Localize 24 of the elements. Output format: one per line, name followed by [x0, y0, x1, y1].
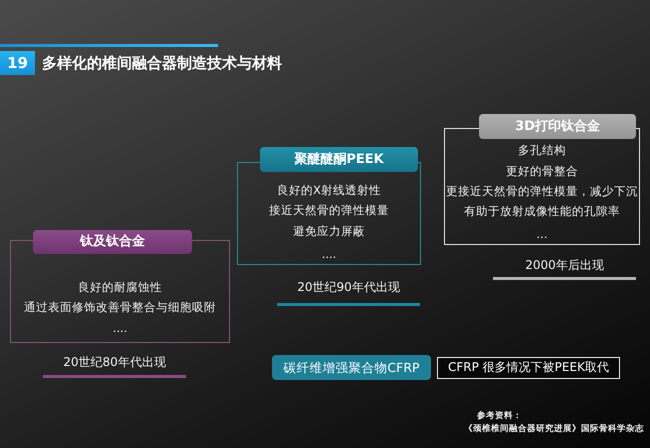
- reference-heading: 参考资料：: [477, 411, 522, 422]
- heading-tab: 聚醚醚酮PEEK: [260, 147, 418, 172]
- reference-text: 《颈椎椎间融合器研究进展》国际骨科学杂志: [464, 424, 644, 435]
- list-item: ....: [322, 246, 336, 262]
- list-item: ...: [536, 226, 548, 242]
- list-item: 多孔结构: [518, 142, 566, 158]
- timeline-caption: 20世纪80年代出现: [63, 354, 166, 370]
- heading-tab: 3D打印钛合金: [479, 114, 636, 139]
- list-item: 避免应力屏蔽: [293, 223, 365, 239]
- list-item: 良好的耐腐蚀性: [78, 279, 162, 295]
- number-badge: 19: [0, 51, 35, 75]
- list-item: 更好的骨整合: [506, 163, 578, 179]
- list-item: 通过表面修饰改善骨整合与细胞吸附: [24, 299, 216, 315]
- list-item: 良好的X射线透射性: [277, 182, 381, 198]
- note-box: CFRP 很多情况下被PEEK取代: [437, 357, 620, 379]
- timeline-caption: 20世纪90年代出现: [297, 279, 400, 295]
- timeline-caption: 2000年后出现: [525, 257, 604, 273]
- list-item: 接近天然骨的弹性模量: [269, 202, 389, 218]
- list-item: 更接近天然骨的弹性模量，减少下沉: [446, 183, 638, 199]
- material-label: 碳纤维增强聚合物CFRP: [272, 355, 431, 380]
- title: 多样化的椎间融合器制造技术与材料: [42, 53, 282, 73]
- list-item: ....: [112, 320, 128, 336]
- heading-tab: 钛及钛合金: [33, 230, 192, 254]
- list-item: 有助于放射成像性能的孔隙率: [464, 203, 620, 219]
